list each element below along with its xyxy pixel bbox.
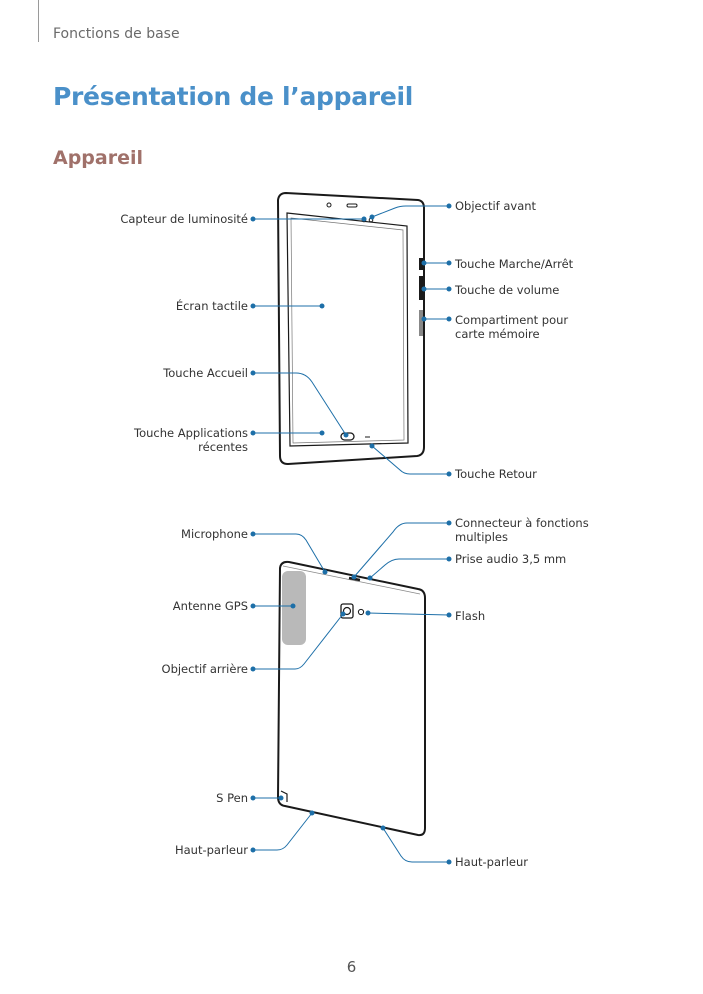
label-connector-line1: Connecteur à fonctions [455, 516, 589, 530]
label-light-sensor: Capteur de luminosité [120, 212, 248, 226]
label-front-camera: Objectif avant [455, 199, 537, 213]
back-callout-dots [250, 520, 452, 865]
side-buttons [419, 258, 423, 336]
tablet-back [276, 560, 426, 837]
label-connector-line2: multiples [455, 530, 508, 544]
label-recent-apps-line2: récentes [198, 440, 248, 454]
label-speaker-right: Haut-parleur [455, 855, 529, 869]
label-card-tray-line2: carte mémoire [455, 327, 540, 341]
label-home-key: Touche Accueil [163, 366, 248, 380]
section-subtitle: Appareil [53, 147, 144, 169]
label-flash: Flash [455, 609, 486, 623]
front-callouts [253, 205, 449, 475]
section-header: Fonctions de base [53, 26, 180, 42]
back-callouts [253, 522, 450, 863]
label-s-pen: S Pen [216, 791, 248, 805]
tablet-front [276, 191, 425, 466]
label-touchscreen: Écran tactile [175, 299, 248, 313]
front-callout-dots [250, 203, 452, 477]
page-number: 6 [346, 958, 357, 976]
label-microphone: Microphone [181, 527, 248, 541]
page-title: Présentation de l’appareil [53, 82, 414, 111]
label-card-tray-line1: Compartiment pour [455, 313, 569, 327]
label-back-key: Touche Retour [455, 467, 537, 481]
header-rule [38, 0, 39, 42]
label-volume-key: Touche de volume [455, 283, 560, 297]
label-recent-apps-line1: Touche Applications [134, 426, 248, 440]
label-gps-antenna: Antenne GPS [172, 599, 248, 613]
label-speaker-left: Haut-parleur [174, 843, 248, 857]
label-rear-camera: Objectif arrière [161, 662, 248, 676]
label-audio-jack: Prise audio 3,5 mm [455, 552, 567, 566]
label-power-key: Touche Marche/Arrêt [455, 257, 574, 271]
